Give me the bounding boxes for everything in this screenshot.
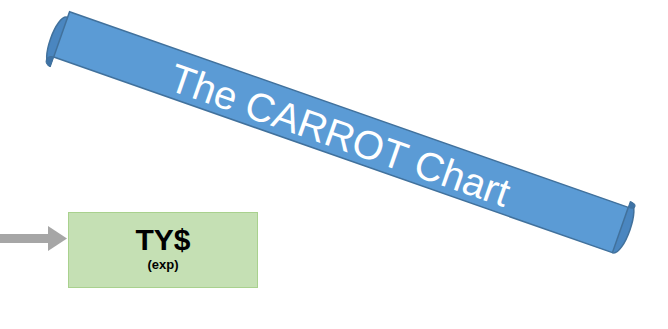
scroll-fold (628, 202, 636, 210)
arrow-head (48, 226, 67, 251)
process-box: TY$ (exp) (68, 212, 258, 288)
box-heading: TY$ (135, 223, 190, 256)
banner-title: The CARROT Chart (164, 55, 516, 215)
scroll-fold (45, 55, 54, 66)
box-note: (exp) (147, 258, 178, 272)
incoming-arrow (0, 226, 67, 251)
arrow-shaft (0, 234, 50, 243)
